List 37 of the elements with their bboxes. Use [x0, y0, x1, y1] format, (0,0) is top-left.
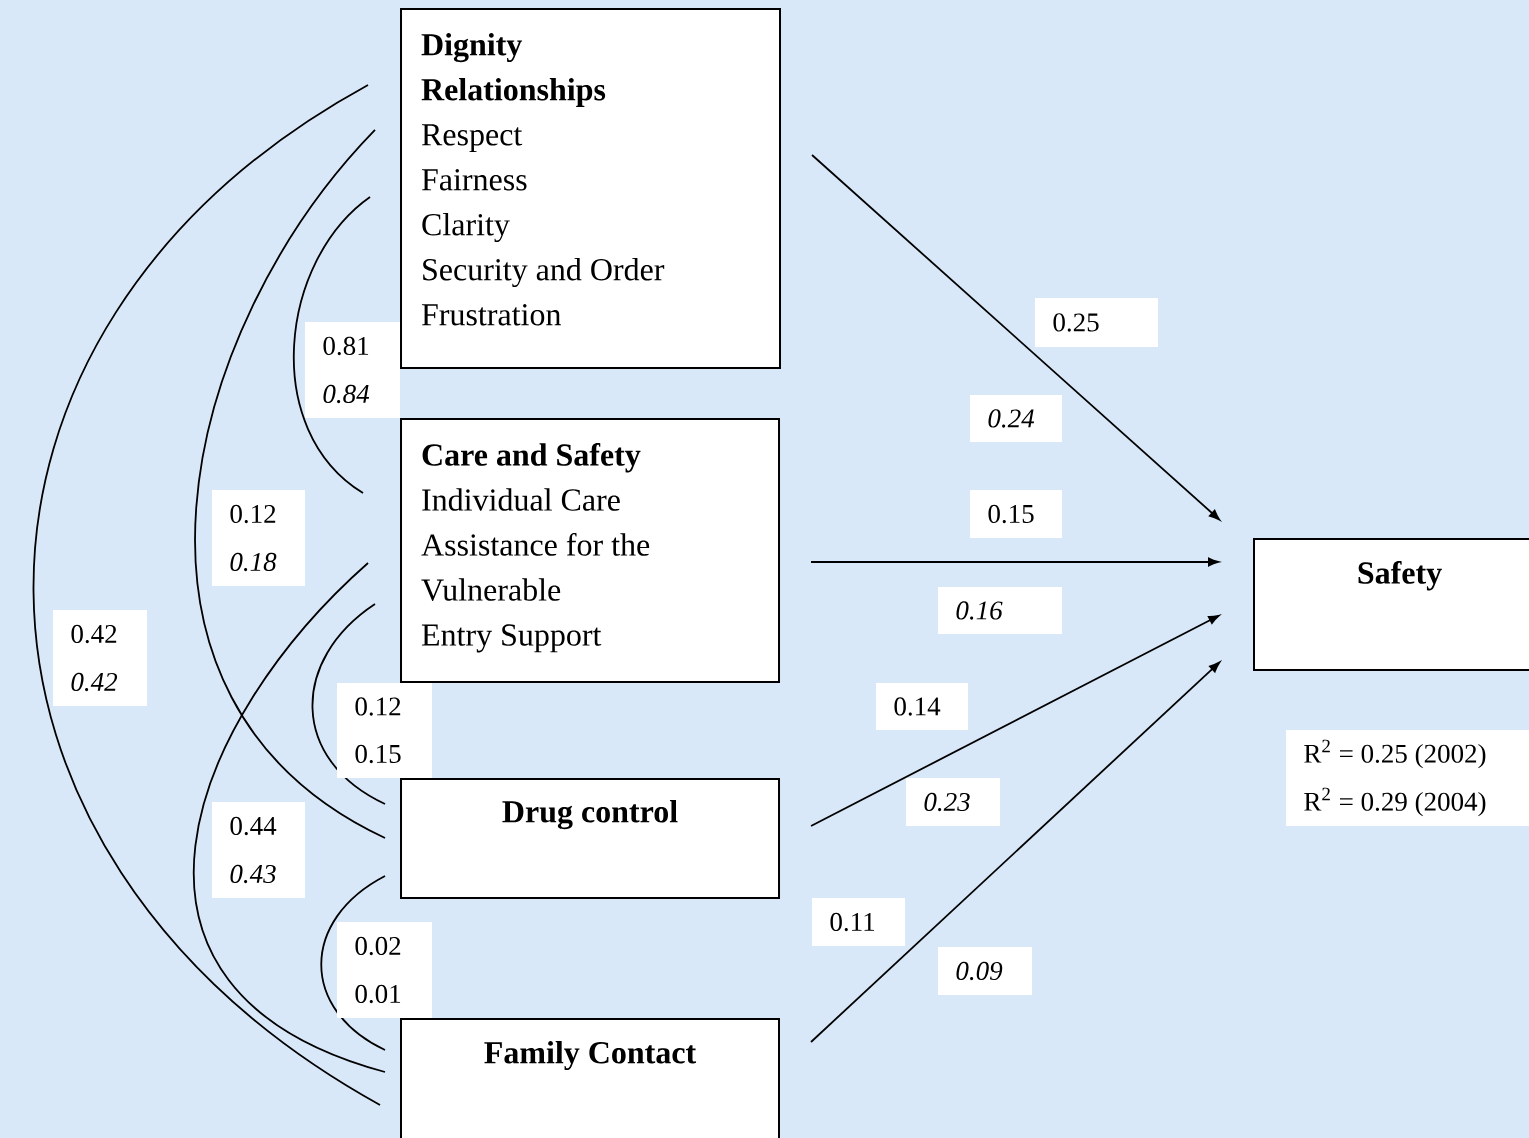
coefficient-label: 0.09: [938, 947, 1032, 995]
coefficient-label: 0.42: [53, 658, 147, 706]
coefficient-label: 0.43: [212, 850, 305, 898]
text-box: Drug control: [400, 778, 780, 899]
coefficient-label: 0.24: [970, 395, 1062, 442]
text-box: Dignity Relationships Respect Fairness Clarity Security and Order Frustration: [400, 8, 781, 369]
coefficient-label: 0.15: [337, 730, 432, 778]
coefficient-label: 0.16: [938, 587, 1062, 634]
coefficient-label: 0.12: [212, 490, 305, 538]
coefficient-label: 0.44: [212, 802, 305, 850]
arrow: [810, 557, 1220, 567]
coefficient-label: 0.12: [337, 683, 432, 730]
coefficient-label: 0.15: [970, 490, 1062, 538]
coefficient-label: 0.18: [212, 538, 305, 586]
correlation-curve: [320, 875, 386, 1051]
coefficient-label: 0.25: [1035, 298, 1158, 347]
correlation-curve: [32, 84, 381, 1106]
coefficient-label: 0.11: [812, 898, 905, 946]
text-box: Care and Safety Individual Care Assistance for the Vulnerable Entry Support: [400, 418, 780, 683]
correlation-curve: [195, 129, 386, 839]
arrow: [810, 661, 1221, 1043]
arrow: [811, 154, 1220, 521]
coefficient-label: 0.84: [305, 370, 400, 418]
text-box: Safety: [1253, 538, 1529, 671]
text-box: Family Contact: [400, 1018, 780, 1138]
r-squared-label: R$^{2}$ = 0.25 (2002): [1286, 730, 1529, 778]
arrow: [810, 614, 1220, 827]
correlation-curve: [293, 196, 371, 494]
correlation-curve: [311, 603, 386, 805]
coefficient-label: 0.23: [906, 778, 1000, 826]
coefficient-label: 0.01: [337, 970, 432, 1018]
coefficient-label: 0.14: [876, 683, 968, 730]
r-squared-label: R$^{2}$ = 0.29 (2004): [1286, 778, 1529, 826]
coefficient-label: 0.42: [53, 610, 147, 658]
correlation-curve: [193, 562, 386, 1073]
coefficient-label: 0.81: [305, 322, 400, 370]
coefficient-label: 0.02: [337, 922, 432, 970]
